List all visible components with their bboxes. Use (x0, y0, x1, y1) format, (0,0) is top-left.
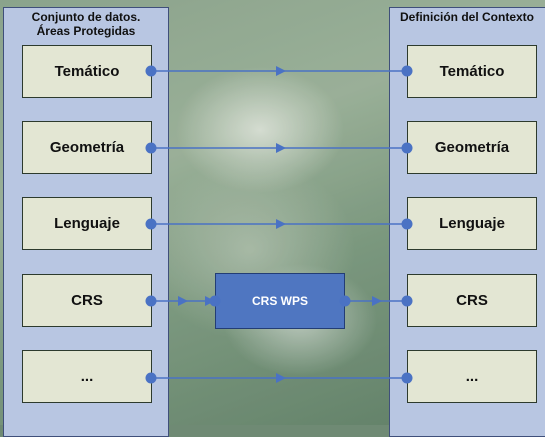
dataset-panel-title: Conjunto de datos. Áreas Protegidas (31, 10, 141, 38)
connector-tematico (145, 65, 413, 77)
context-panel-title: Definición del Contexto (400, 10, 535, 24)
connector-crs (145, 295, 413, 307)
dataset-box-lenguaje: Lenguaje (22, 197, 152, 250)
crs-wps-process-box: CRS WPS (215, 273, 345, 329)
context-box-crs: CRS (407, 274, 537, 327)
connector-more (145, 372, 413, 384)
connector-lenguaje (145, 218, 413, 230)
connector-geometria (145, 142, 413, 154)
dataset-box-more: ... (22, 350, 152, 403)
context-box-lenguaje: Lenguaje (407, 197, 537, 250)
connectors (145, 65, 413, 384)
dataset-box-geometria: Geometría (22, 121, 152, 174)
context-box-geometria: Geometría (407, 121, 537, 174)
dataset-box-tematico: Temático (22, 45, 152, 98)
